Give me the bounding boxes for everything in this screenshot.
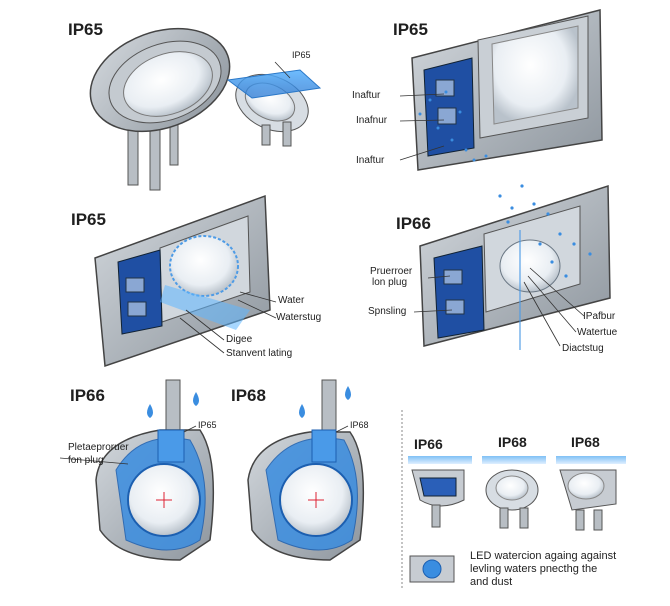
comparison-header-3: IP68 bbox=[571, 434, 600, 450]
panel-3-label-digee: Digee bbox=[226, 334, 253, 345]
panel-2-fixture-art bbox=[399, 9, 603, 171]
panel-4-label-plug: lon plug bbox=[372, 277, 408, 288]
panel-4-title: IP66 bbox=[396, 214, 431, 233]
panel-3-label-waterstug: Waterstug bbox=[276, 312, 322, 323]
panel-6-cutaway-art bbox=[247, 379, 365, 561]
comparison-note-line-1: LED watercion againg against bbox=[470, 550, 617, 562]
panel-5-tag: IP65 bbox=[198, 420, 217, 430]
panel-6-tag: IP68 bbox=[350, 420, 369, 430]
panel-4-label-watertue: Watertue bbox=[577, 327, 618, 338]
panel-3-fixture-art bbox=[94, 194, 277, 368]
panel-6-title: IP68 bbox=[231, 386, 266, 405]
panel-4-label-ipafbur: IPafbur bbox=[583, 311, 616, 322]
panel-4-label-diactstug: Diactstug bbox=[562, 343, 604, 354]
panel-2-label-2: Inafnur bbox=[356, 115, 388, 126]
panel-3-label-water: Water bbox=[278, 295, 305, 306]
panel-5-title: IP66 bbox=[70, 386, 105, 405]
panel-5-side-label-1: Pletaeproruer bbox=[68, 442, 129, 453]
panel-1-label: IP65 bbox=[292, 50, 311, 60]
comparison-header-2: IP68 bbox=[498, 434, 527, 450]
comparison-note-line-2: levling waters pnecthg the bbox=[470, 563, 598, 575]
panel-4-label-spnsling: Spnsling bbox=[368, 306, 407, 317]
panel-1-lamp-art bbox=[89, 27, 322, 191]
panel-5-side-label-2: fon plug bbox=[68, 455, 104, 466]
panel-3-title: IP65 bbox=[71, 210, 106, 229]
comparison-header-1: IP66 bbox=[414, 436, 443, 452]
comparison-art bbox=[401, 410, 626, 590]
panel-5-cutaway-art bbox=[59, 379, 215, 561]
panel-2-label-1: Inaftur bbox=[352, 90, 381, 101]
panel-1-title: IP65 bbox=[68, 20, 103, 39]
comparison-note-line-3: and dust bbox=[470, 576, 513, 588]
panel-4-label-pruerroer: Pruerroer bbox=[370, 266, 413, 277]
panel-2-label-3: Inaftur bbox=[356, 155, 385, 166]
panel-2-title: IP65 bbox=[393, 20, 428, 39]
panel-3-label-lating: Stanvent lating bbox=[226, 348, 293, 359]
panel-4-fixture-art bbox=[413, 184, 611, 350]
